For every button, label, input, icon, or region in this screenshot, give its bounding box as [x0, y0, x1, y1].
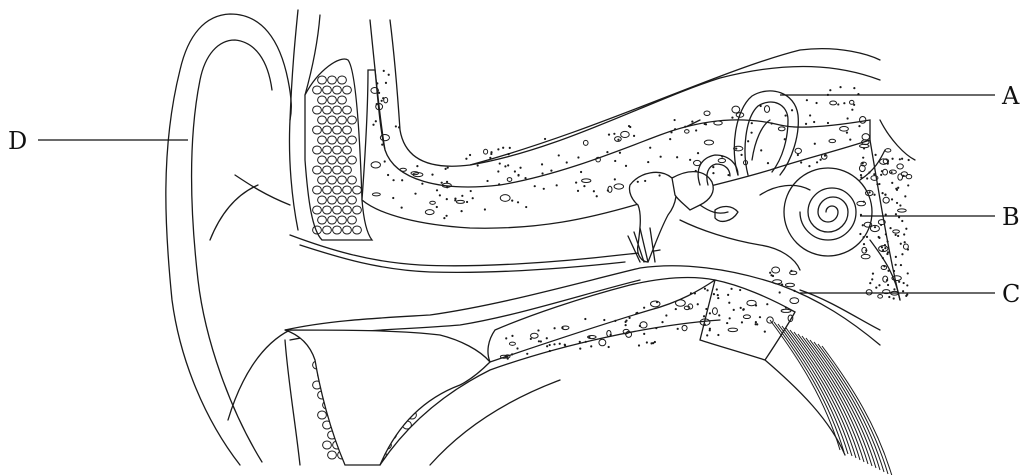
label-a: A	[1001, 82, 1020, 110]
temporal-bone-upper	[305, 59, 870, 240]
ossicles	[628, 172, 728, 262]
label-d: D	[8, 127, 27, 155]
temporal-bone-lower	[285, 278, 795, 465]
pinna	[166, 14, 300, 465]
eustachian-tube-fibers	[770, 320, 892, 475]
label-b: B	[1002, 203, 1020, 231]
vestibule	[680, 206, 800, 270]
label-c: C	[1002, 280, 1020, 308]
